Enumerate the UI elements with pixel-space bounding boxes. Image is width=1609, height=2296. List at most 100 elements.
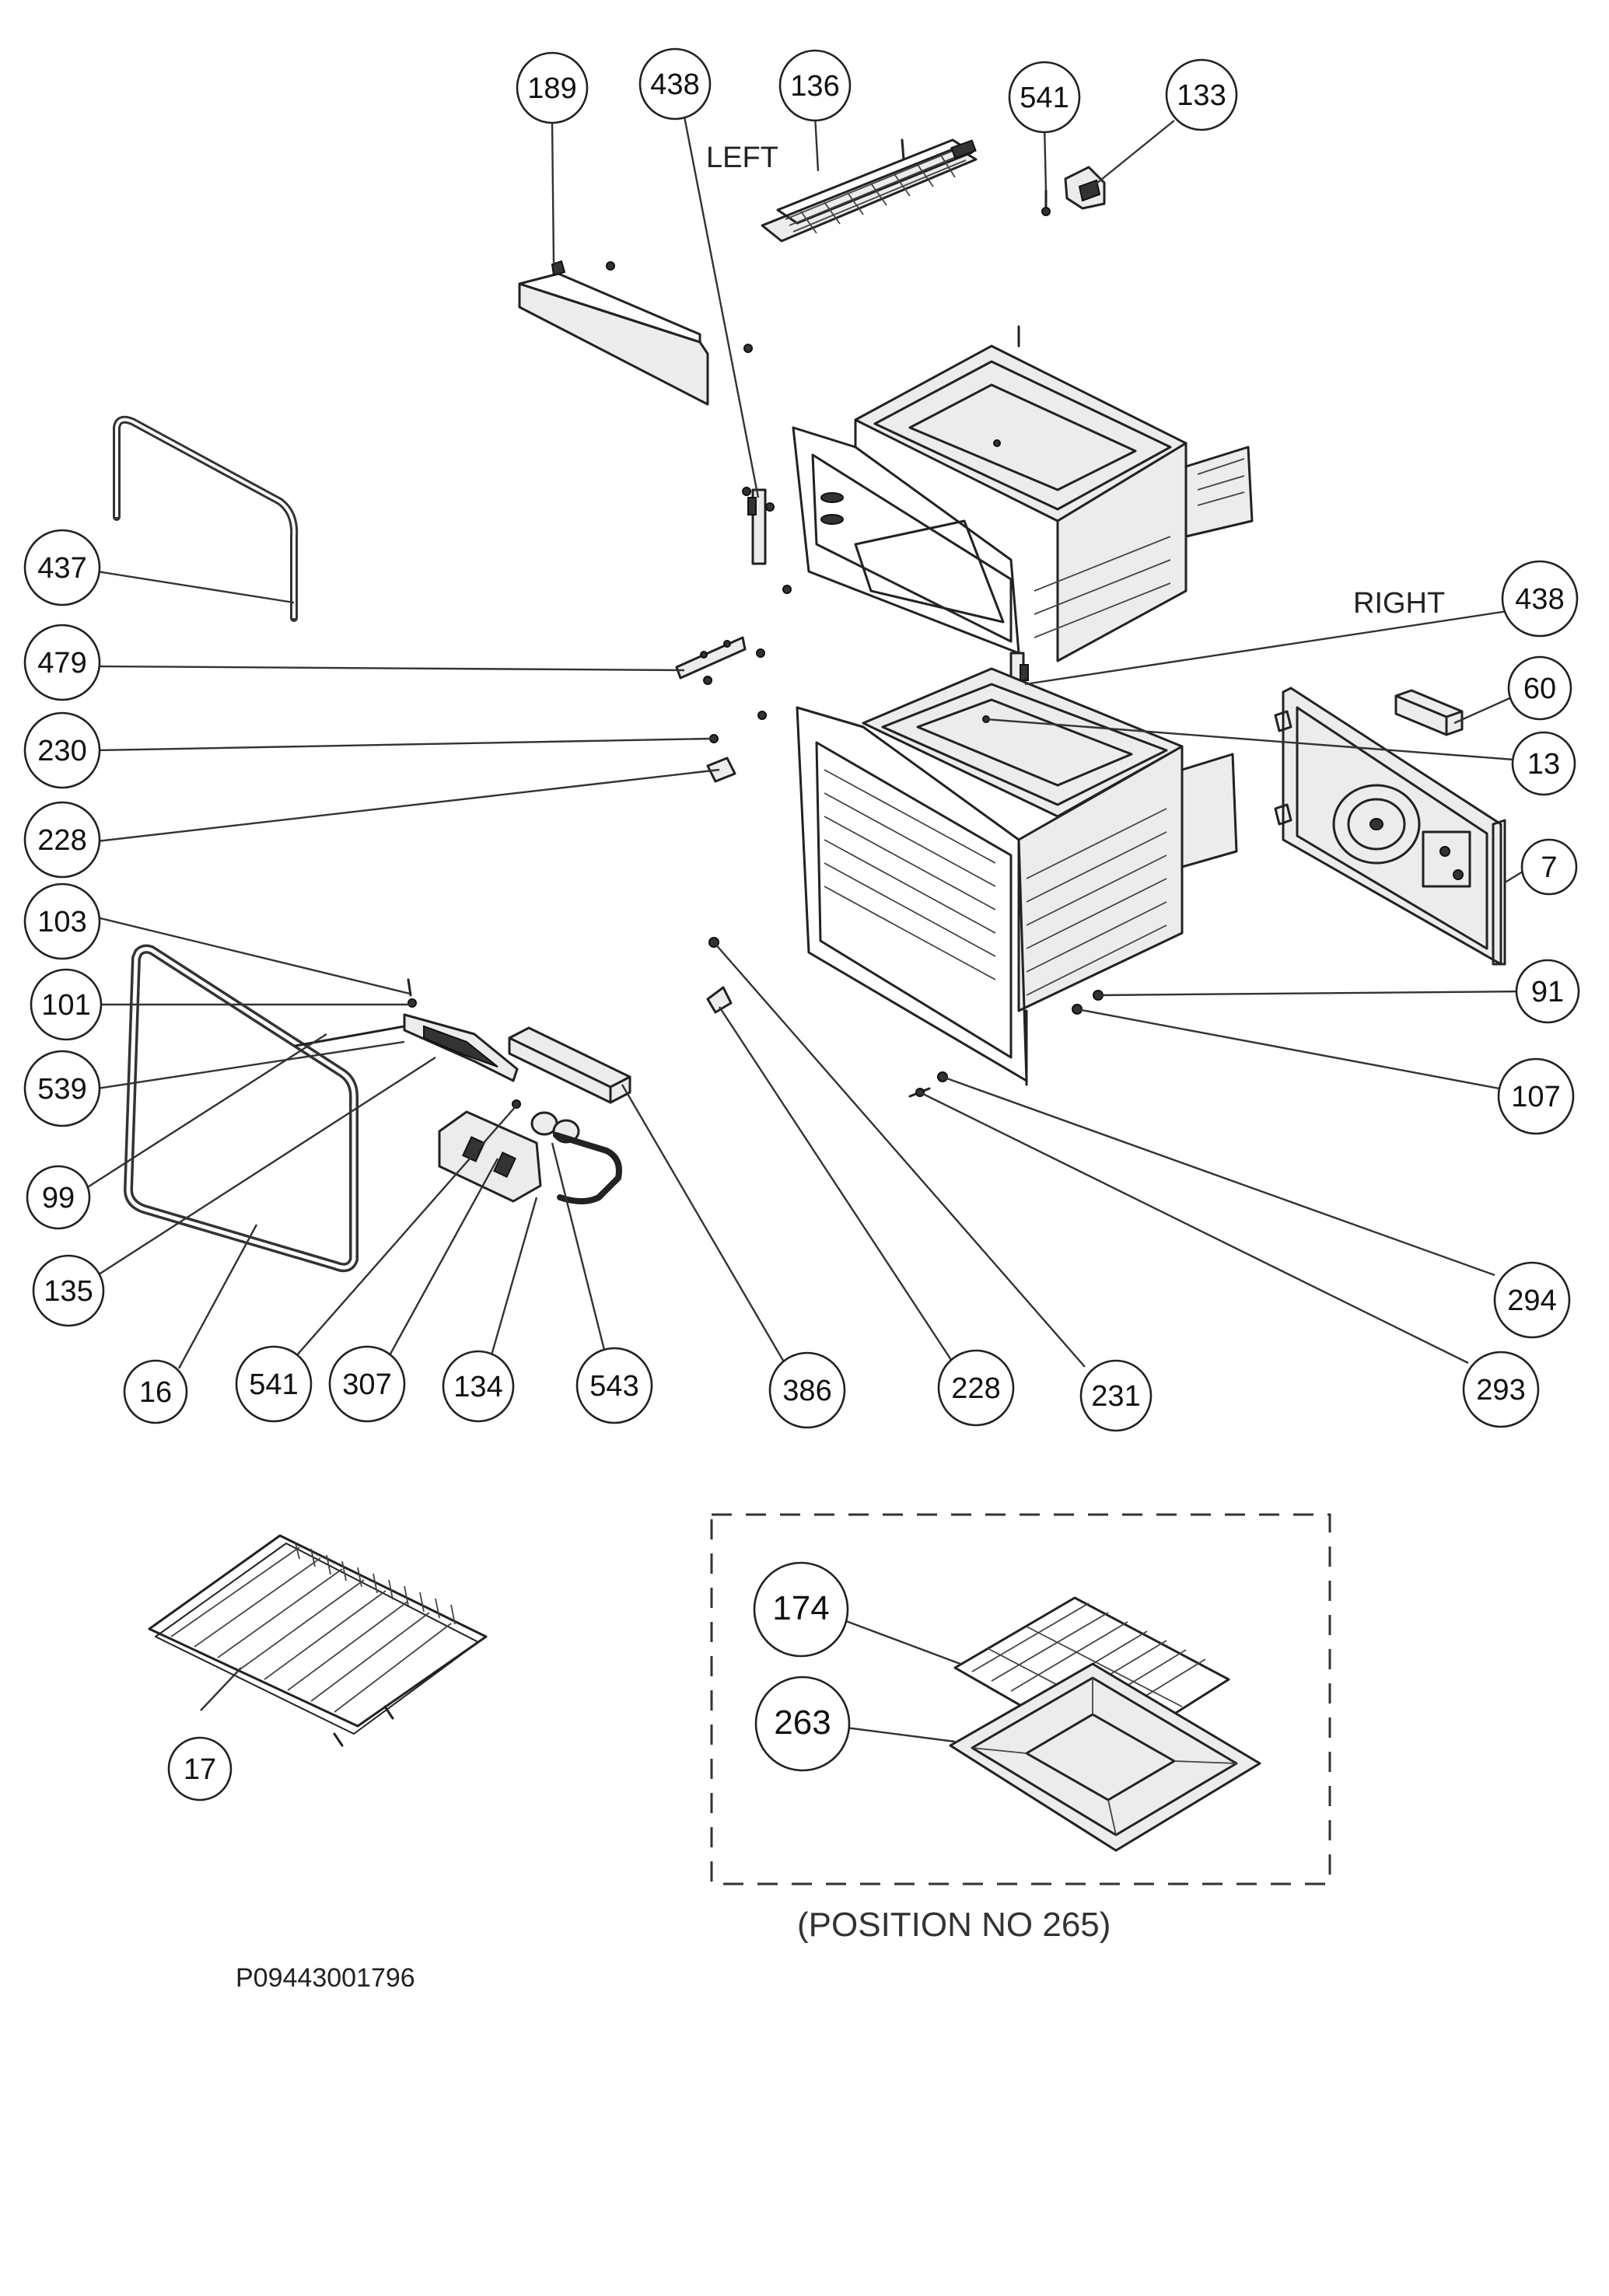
callout-541b: 541 <box>235 1345 313 1423</box>
callout-circle <box>1511 731 1576 796</box>
callout-circle <box>30 968 103 1041</box>
left-label: LEFT <box>706 142 778 174</box>
callout-number: 7 <box>1541 851 1557 884</box>
bracket-228-lower-part <box>706 986 733 1014</box>
callout-60: 60 <box>1507 655 1572 721</box>
callout-circle <box>167 1736 233 1802</box>
callout-13: 13 <box>1511 731 1576 796</box>
callout-number: 539 <box>37 1073 86 1106</box>
callout-circle <box>768 1351 846 1429</box>
callout-circle <box>23 1050 101 1127</box>
roasting-pan-263-part <box>949 1662 1261 1852</box>
callout-number: 541 <box>249 1368 298 1401</box>
callout-circle <box>23 711 101 789</box>
callout-circle <box>753 1561 849 1658</box>
callout-16: 16 <box>123 1359 188 1424</box>
callout-circle <box>575 1347 653 1424</box>
upper-oven-cavity-part <box>792 325 1254 662</box>
callout-number: 136 <box>790 70 839 103</box>
callout-99: 99 <box>26 1165 91 1230</box>
hinge-479-part <box>675 636 765 685</box>
callout-number: 91 <box>1531 976 1564 1008</box>
callout-circle <box>23 801 101 879</box>
callout-circle <box>754 1676 851 1772</box>
callout-circle <box>328 1345 406 1423</box>
screw-541-top-part <box>1041 189 1051 216</box>
callout-number: 101 <box>41 989 90 1022</box>
callout-circle <box>516 51 589 124</box>
callout-circle <box>235 1345 313 1423</box>
callout-number: 437 <box>37 552 86 585</box>
callout-103: 103 <box>23 882 101 960</box>
lower-oven-cavity-part <box>796 667 1238 1086</box>
callout-107: 107 <box>1497 1057 1575 1135</box>
callout-number: 438 <box>650 68 699 101</box>
callout-number: 541 <box>1020 82 1069 114</box>
callout-135: 135 <box>32 1254 105 1327</box>
callout-circle <box>1507 655 1572 721</box>
callout-circle <box>1079 1359 1153 1432</box>
callout-number: 294 <box>1507 1284 1556 1317</box>
callout-circle <box>1493 1261 1571 1339</box>
callout-circle <box>442 1350 515 1423</box>
callout-number: 293 <box>1476 1374 1525 1407</box>
callout-438a: 438 <box>638 47 712 121</box>
grill-element-part <box>761 138 978 243</box>
callout-bubbles: 189 438 136 541 133 437 438 60 479 13 230 7 228 103 91… <box>23 47 1580 1802</box>
hinge-bracket-438-left-part <box>742 344 792 594</box>
callout-circle <box>1165 58 1238 131</box>
callout-386: 386 <box>768 1351 846 1429</box>
callout-136: 136 <box>778 49 852 122</box>
position-note: (POSITION NO 265) <box>797 1906 1111 1944</box>
callout-7: 7 <box>1520 838 1578 896</box>
drawing-code: P09443001796 <box>236 1963 415 1993</box>
callout-91: 91 <box>1515 959 1580 1024</box>
callout-number: 231 <box>1091 1380 1140 1413</box>
right-label: RIGHT <box>1353 587 1445 620</box>
callout-230: 230 <box>23 711 101 789</box>
hinge-assembly-part <box>294 978 519 1082</box>
callout-number: 386 <box>782 1375 831 1407</box>
callout-circle <box>123 1359 188 1424</box>
callout-number: 543 <box>589 1370 638 1403</box>
callout-number: 228 <box>951 1372 1000 1405</box>
callout-number: 307 <box>342 1368 391 1401</box>
callout-number: 107 <box>1511 1081 1560 1113</box>
callout-circle <box>23 882 101 960</box>
callout-number: 230 <box>37 735 86 767</box>
callout-number: 228 <box>37 824 86 857</box>
callout-438b: 438 <box>1501 560 1579 638</box>
rear-panel-7-part <box>1274 687 1506 966</box>
callout-number: 134 <box>453 1371 502 1403</box>
callout-228b: 228 <box>937 1349 1015 1427</box>
callout-number: 133 <box>1177 79 1226 112</box>
callout-circle <box>638 47 712 121</box>
callout-294: 294 <box>1493 1261 1571 1339</box>
callout-189: 189 <box>516 51 589 124</box>
callout-circle <box>1462 1351 1540 1428</box>
callout-circle <box>1008 61 1081 134</box>
callout-number: 438 <box>1515 583 1564 616</box>
callout-number: 60 <box>1523 673 1556 705</box>
bracket-133-part <box>1064 166 1106 210</box>
callout-101: 101 <box>30 968 103 1041</box>
callout-174: 174 <box>753 1561 849 1658</box>
oven-rack-17-part <box>148 1534 488 1747</box>
insulation-block-60-part <box>1394 689 1464 736</box>
bracket-228-part <box>706 757 736 783</box>
callout-number: 135 <box>44 1275 93 1308</box>
callout-293: 293 <box>1462 1351 1540 1428</box>
callout-number: 189 <box>527 72 576 105</box>
callout-134: 134 <box>442 1350 515 1423</box>
upper-door-seal-437-part <box>113 415 299 622</box>
callout-number: 99 <box>42 1182 75 1214</box>
rear-cover-189-part <box>518 260 709 406</box>
callout-479: 479 <box>23 624 101 701</box>
lower-door-seal-16-part <box>124 944 359 1273</box>
callout-437: 437 <box>23 529 101 606</box>
callout-number: 263 <box>774 1704 831 1742</box>
callout-circle <box>1497 1057 1575 1135</box>
callout-number: 13 <box>1527 748 1560 781</box>
